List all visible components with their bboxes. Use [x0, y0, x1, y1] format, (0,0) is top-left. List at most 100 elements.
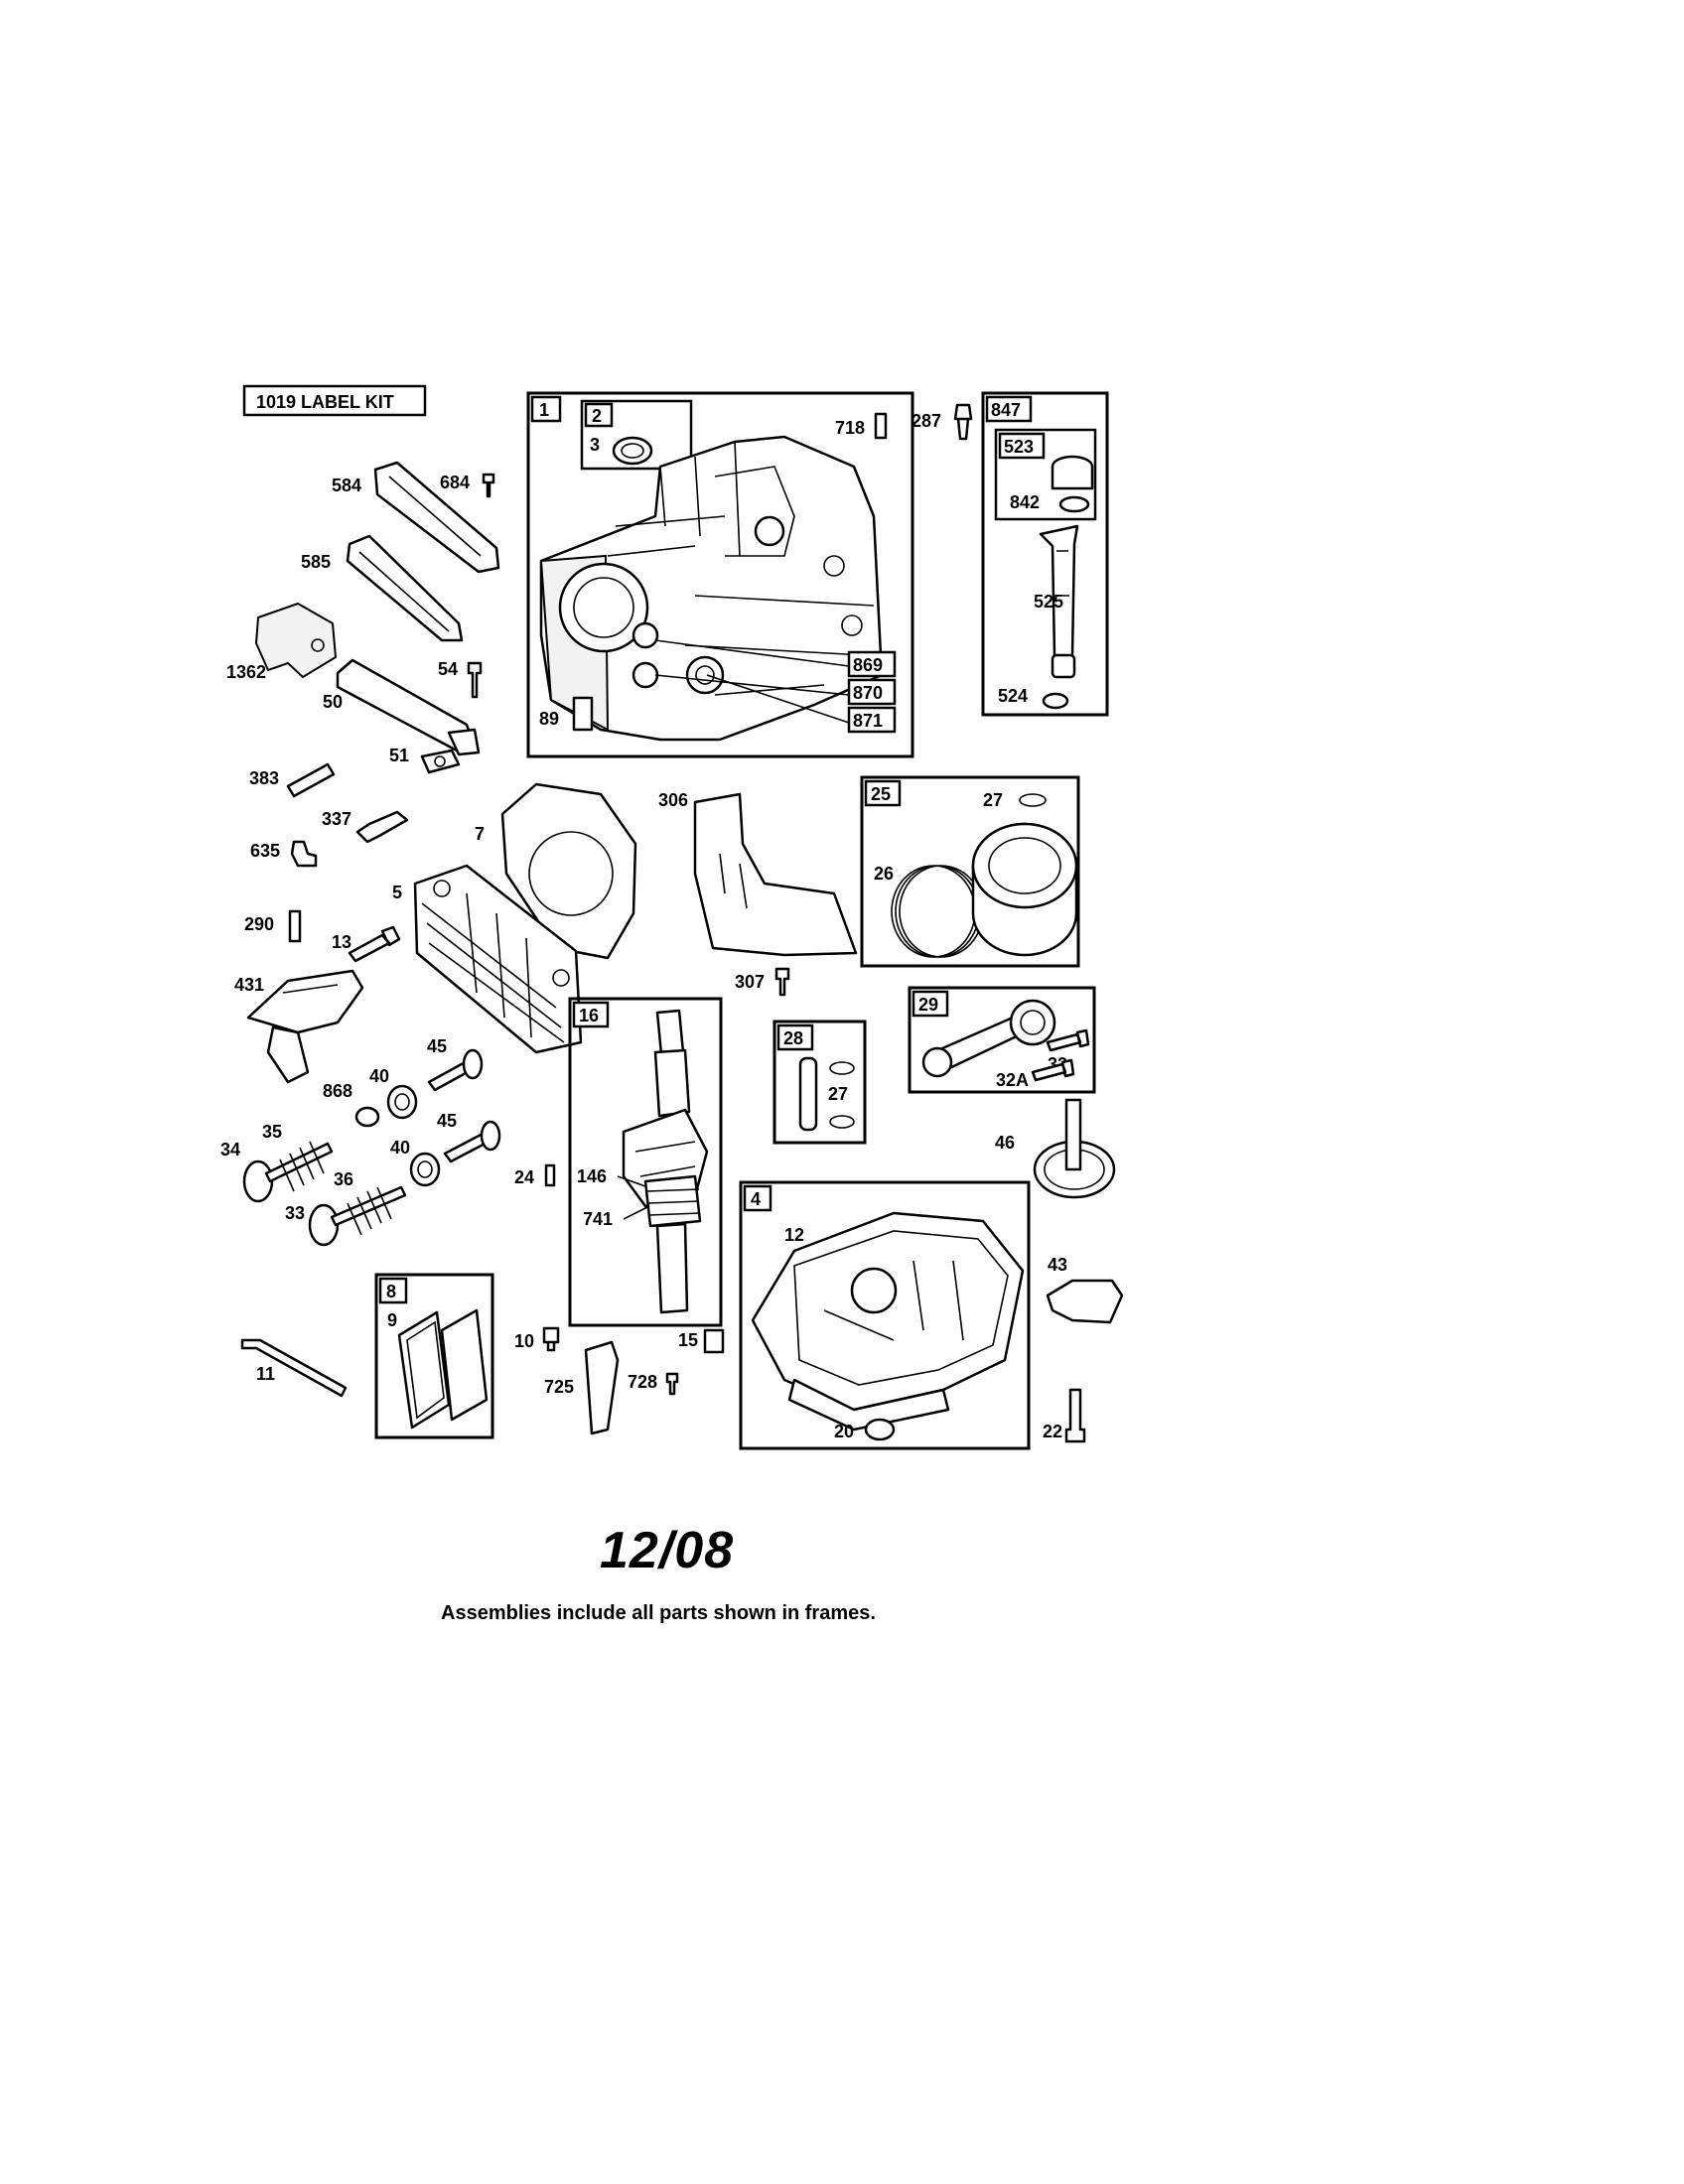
seal-20-icon: [864, 1418, 896, 1441]
cylinder-head-5-icon: [413, 864, 583, 1054]
label-43: 43: [1048, 1255, 1067, 1275]
connecting-rod-icon: [921, 999, 1056, 1078]
plate-725-icon: [584, 1340, 620, 1435]
label-9: 9: [387, 1310, 397, 1330]
label-46: 46: [995, 1133, 1015, 1153]
label-383: 383: [249, 768, 279, 788]
frame-piston-pin-number: 28: [783, 1028, 803, 1048]
date-stamp: 12/08: [600, 1522, 735, 1579]
bolt-22-icon: [1064, 1388, 1086, 1443]
label-3: 3: [590, 435, 600, 455]
seal-icon: [612, 436, 653, 466]
label-741: 741: [583, 1209, 613, 1229]
crankshaft-icon: [622, 1009, 709, 1314]
frame-valve-cover-gasket: 8 9: [374, 1273, 494, 1439]
label-27b: 27: [828, 1084, 848, 1104]
screw-684-icon: [482, 473, 495, 498]
label-307: 307: [735, 972, 765, 992]
label-26: 26: [874, 864, 894, 884]
label-51: 51: [389, 746, 409, 765]
valve-cover-icon: [440, 1308, 489, 1422]
frame-sump-number: 4: [751, 1189, 761, 1209]
label-146: 146: [577, 1166, 607, 1186]
bushing-869-tag: 869: [853, 655, 883, 675]
frame-connecting-rod: 29 32 32A: [908, 986, 1096, 1094]
bolt-13-icon: [348, 925, 401, 963]
label-40b: 40: [390, 1138, 410, 1158]
oring-842-icon: [1058, 495, 1090, 513]
clip-27a-icon: [1019, 793, 1047, 807]
dipstick-11-icon: [240, 1338, 348, 1398]
fitting-635-icon: [290, 840, 318, 868]
label-337: 337: [322, 809, 351, 829]
piston-rings-26-icon: [891, 865, 984, 958]
label-40a: 40: [369, 1066, 389, 1086]
bolt-32a-icon: [1031, 1058, 1075, 1082]
seal-15-icon: [703, 1328, 725, 1354]
label-24: 24: [514, 1167, 534, 1187]
label-15: 15: [678, 1330, 698, 1350]
frame-seal-kit: [580, 399, 693, 471]
label-868: 868: [323, 1081, 352, 1101]
oring-524-icon: [1042, 692, 1069, 710]
label-5: 5: [392, 883, 402, 902]
label-584: 584: [332, 476, 361, 495]
retainer-40a-icon: [386, 1084, 418, 1120]
label-54: 54: [438, 659, 458, 679]
label-20: 20: [834, 1422, 854, 1441]
label-22: 22: [1043, 1422, 1062, 1441]
frame-piston-number: 25: [871, 784, 891, 804]
label-27a: 27: [983, 790, 1003, 810]
label-36: 36: [334, 1169, 353, 1189]
label-89: 89: [539, 709, 559, 729]
plug-10-icon: [542, 1326, 560, 1352]
frame-sump: 4 12 20: [739, 1180, 1031, 1450]
label-13: 13: [332, 932, 351, 952]
gasket-585-icon: [346, 534, 464, 642]
washer-868-icon: [354, 1106, 380, 1128]
intake-valve-34-icon: [242, 1141, 334, 1203]
clip-27b-icon-top: [829, 1061, 855, 1075]
frame-crankshaft: 16 146 741: [568, 997, 723, 1327]
label-32a: 32A: [996, 1070, 1029, 1090]
spark-plug-337-icon: [355, 810, 409, 844]
label-585: 585: [301, 552, 331, 572]
clip-27b-icon-bottom: [829, 1115, 855, 1129]
frame-dipstick: [994, 428, 1097, 521]
label-12: 12: [784, 1225, 804, 1245]
label-10: 10: [514, 1331, 534, 1351]
label-684: 684: [440, 473, 470, 492]
frame-seal-kit-number: 2: [592, 406, 602, 426]
governor-gear-46-icon: [1033, 1098, 1116, 1199]
screw-54-icon: [467, 661, 483, 699]
frame-dipstick-tube: 847 523 842 525 524: [981, 391, 1109, 717]
head-gasket-7-icon: [500, 782, 637, 960]
label-725: 725: [544, 1377, 574, 1397]
frame-piston: 25 27 26: [860, 775, 1080, 968]
label-1362: 1362: [226, 662, 266, 682]
baffle-306-icon: [693, 792, 858, 957]
bushing-89-icon: [572, 696, 594, 732]
frame-piston-pin: 28 27: [772, 1020, 867, 1145]
fitting-287-icon: [953, 403, 973, 441]
frame-cylinder: 1 2 3 718 89: [526, 391, 914, 758]
piston-icon: [971, 822, 1078, 957]
label-7: 7: [475, 824, 485, 844]
label-33: 33: [285, 1203, 305, 1223]
label-50: 50: [323, 692, 343, 712]
label-kit-text: 1019 LABEL KIT: [256, 392, 394, 412]
label-525: 525: [1034, 592, 1063, 612]
label-45b: 45: [437, 1111, 457, 1131]
exhaust-valve-33-icon: [308, 1185, 407, 1247]
label-290: 290: [244, 914, 274, 934]
label-524: 524: [998, 686, 1028, 706]
frame-connecting-rod-number: 29: [918, 995, 938, 1015]
label-842: 842: [1010, 492, 1040, 512]
screw-728-icon: [665, 1372, 679, 1396]
shield-1362-icon: [254, 602, 338, 679]
label-35: 35: [262, 1122, 282, 1142]
retainer-40b-icon: [409, 1152, 441, 1187]
label-306: 306: [658, 790, 688, 810]
gasket-51-icon: [420, 749, 461, 774]
